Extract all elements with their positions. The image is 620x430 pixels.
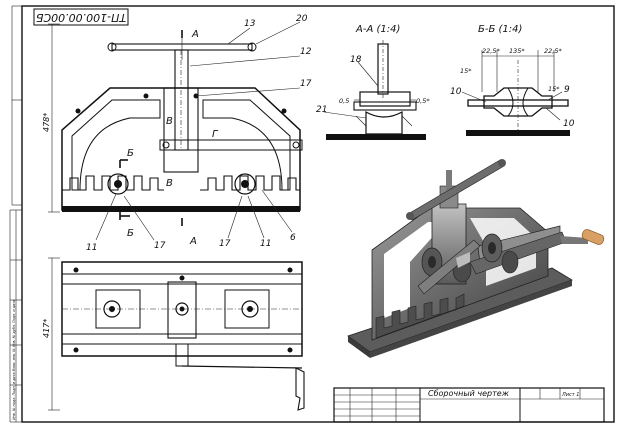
designation-text: ТП-100.00.00СБ (36, 11, 126, 24)
dim-bb-right: 22,5* (544, 47, 562, 55)
section-bb-title: Б-Б (1:4) (478, 24, 522, 35)
letter-b-top: Б (127, 148, 134, 159)
callout-17b: 17 (154, 241, 166, 251)
height-dimension-plan: 417* (42, 257, 60, 411)
callout-18: 18 (350, 55, 362, 65)
screw-shaft (174, 49, 189, 151)
callout-17a: 17 (300, 79, 312, 89)
callout-6: 6 (290, 233, 296, 243)
plan-view (61, 261, 305, 411)
front-view (61, 30, 303, 226)
letter-a-bottom: А (189, 236, 197, 247)
bending-machine-3d-render (305, 140, 605, 385)
callout-10b: 10 (563, 119, 575, 129)
section-aa-title: А-А (1:4) (355, 24, 400, 35)
dim-bb-angle-left: 15* (460, 67, 472, 75)
callout-9: 9 (564, 85, 570, 95)
dim-bb-angle-right: 15* (548, 85, 560, 93)
dim-height-main: 478* (42, 113, 51, 132)
side-stamp-text: Инв. № подл. Подп. и дата Взам. инв. № И… (12, 300, 16, 420)
callout-17c: 17 (219, 239, 231, 249)
section-bb (461, 50, 570, 136)
letter-g: Г (212, 129, 219, 140)
dim-height-plan: 417* (42, 319, 51, 338)
callout-leaders-front (95, 21, 301, 241)
section-aa (323, 40, 426, 140)
title-block-name: Сборочный чертеж (428, 389, 510, 398)
callout-20: 20 (296, 14, 308, 24)
designation-box (33, 8, 129, 26)
letter-v-lower: В (166, 178, 173, 189)
sheet-frame (21, 5, 615, 423)
letter-b-bottom: Б (127, 228, 134, 239)
title-block-sheet: Лист 1 (561, 392, 579, 398)
dim-bb-mid: 135* (509, 47, 525, 55)
callout-10a: 10 (450, 87, 462, 97)
callout-12: 12 (300, 47, 312, 57)
title-block (333, 387, 605, 423)
callout-11a: 11 (86, 243, 97, 253)
letter-a-top: А (191, 29, 199, 40)
side-stamp-column: Инв. № подл. Подп. и дата Взам. инв. № И… (9, 5, 22, 423)
dim-bb-left: 22,5* (482, 47, 500, 55)
dim-aa-right: 0,5* (416, 97, 430, 105)
dim-aa-left: 0,5 (339, 97, 349, 105)
letter-v-upper: В (166, 116, 173, 127)
callout-11b: 11 (260, 239, 271, 249)
callout-21: 21 (316, 105, 327, 115)
height-dimension-main: 478* (42, 23, 60, 213)
callout-13: 13 (244, 19, 256, 29)
